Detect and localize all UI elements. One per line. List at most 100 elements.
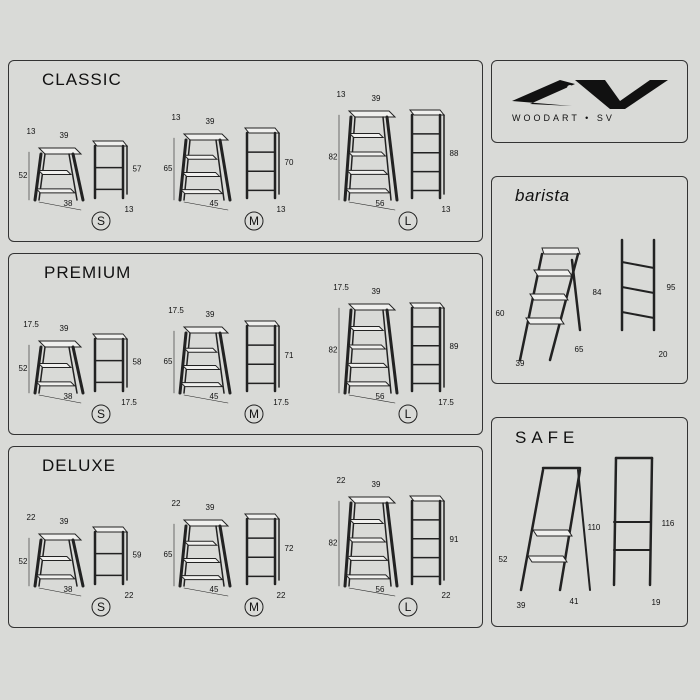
ladder-step xyxy=(348,518,385,524)
ladder-step xyxy=(183,347,218,353)
dim-depth: 45 xyxy=(210,585,219,594)
size-badge xyxy=(244,404,264,424)
dim-total-height: 84 xyxy=(593,288,602,297)
ladder-step xyxy=(181,364,221,370)
ladder-step xyxy=(35,574,76,580)
dim-closed-height: 91 xyxy=(450,535,459,544)
dim-height: 65 xyxy=(164,164,173,173)
size-badge xyxy=(398,404,418,424)
classic-panel xyxy=(8,60,483,242)
dim-line xyxy=(183,201,229,211)
chair-seat xyxy=(408,302,446,309)
deluxe-panel xyxy=(8,446,483,628)
dim-top-depth: 13 xyxy=(27,127,36,136)
size-badge xyxy=(244,597,264,617)
dim-depth: 41 xyxy=(570,597,579,606)
dim-top-depth: 22 xyxy=(172,499,181,508)
dim-depth: 56 xyxy=(376,585,385,594)
dim-width: 39 xyxy=(60,517,69,526)
ladder-step xyxy=(183,540,218,546)
safe-panel xyxy=(491,417,688,627)
dim-depth: 38 xyxy=(64,199,73,208)
dim-closed-depth: 17.5 xyxy=(438,398,454,407)
ladder-rear-leg xyxy=(218,331,232,395)
dim-closed-depth: 17.5 xyxy=(273,398,289,407)
ladder-step xyxy=(183,154,218,160)
dim-depth: 45 xyxy=(210,199,219,208)
size-label: L xyxy=(405,600,412,614)
dim-line xyxy=(183,394,229,404)
dim-top-depth: 13 xyxy=(172,113,181,122)
size-label: M xyxy=(249,214,259,228)
dim-closed-height: 89 xyxy=(450,342,459,351)
dim-closed-depth: 17.5 xyxy=(121,398,137,407)
ladder-front-leg xyxy=(348,309,356,394)
dim-line xyxy=(38,394,82,404)
size-label: L xyxy=(405,214,412,228)
dim-line xyxy=(38,587,82,597)
ladder-step xyxy=(345,555,389,561)
barista-closed-shelf xyxy=(621,261,655,269)
ladder-rear-leg xyxy=(71,538,85,588)
dim-closed-height: 116 xyxy=(662,519,675,528)
ladder-rear-leg xyxy=(385,501,399,588)
dim-top-depth: 17.5 xyxy=(333,283,349,292)
dim-closed-depth: 13 xyxy=(277,205,286,214)
size-label: S xyxy=(97,600,105,614)
ladder-front-leg xyxy=(343,308,353,395)
ladder-top xyxy=(37,147,83,155)
barista-closed-shelf xyxy=(621,311,655,319)
dim-top-depth: 17.5 xyxy=(23,320,39,329)
ladder-top xyxy=(182,133,230,141)
dim-closed-depth: 13 xyxy=(125,205,134,214)
dim-height: 52 xyxy=(19,364,28,373)
dim-total-height: 110 xyxy=(588,523,601,532)
ladder-rear-leg xyxy=(71,345,85,395)
ladder-front-leg xyxy=(33,345,43,395)
ladder-rear-leg xyxy=(68,153,78,201)
ladder-step xyxy=(348,132,385,138)
safe-rear-leg xyxy=(577,469,591,591)
dim-closed-height: 58 xyxy=(133,358,142,367)
dim-height: 52 xyxy=(19,171,28,180)
ladder-front-leg xyxy=(343,501,353,588)
ladder-rear-leg xyxy=(385,115,399,202)
ladder-step xyxy=(345,169,389,175)
ladder-step xyxy=(37,555,73,561)
dim-height: 82 xyxy=(329,346,338,355)
barista-step xyxy=(529,293,569,301)
dim-closed-height: 95 xyxy=(667,283,676,292)
dim-closed-depth: 19 xyxy=(652,598,661,607)
ladder-step xyxy=(179,575,224,581)
dim-height: 52 xyxy=(499,555,508,564)
ladder-front-leg xyxy=(343,115,353,202)
dim-width: 39 xyxy=(517,601,526,610)
ladder-rear-leg xyxy=(385,308,399,395)
dim-width: 39 xyxy=(372,480,381,489)
size-label: S xyxy=(97,214,105,228)
ladder-step xyxy=(35,188,76,194)
size-badge xyxy=(398,211,418,231)
ladder-step xyxy=(348,325,385,331)
deluxe-title: DELUXE xyxy=(42,456,117,475)
barista-top xyxy=(541,247,581,255)
dim-line xyxy=(348,394,396,404)
size-badge xyxy=(91,404,111,424)
safe-step xyxy=(527,555,568,563)
dim-depth: 65 xyxy=(575,345,584,354)
dim-width: 39 xyxy=(206,117,215,126)
ladder-rear-leg xyxy=(215,525,225,587)
ladder-rear-leg xyxy=(215,139,225,201)
dim-width: 39 xyxy=(60,131,69,140)
size-label: M xyxy=(249,600,259,614)
dim-closed-height: 71 xyxy=(285,351,294,360)
ladder-front-leg xyxy=(348,116,356,201)
ladder-rear-leg xyxy=(382,116,392,201)
ladder-rear-leg xyxy=(215,332,225,394)
ladder-step xyxy=(181,171,221,177)
ladder-top xyxy=(37,340,83,348)
size-label: L xyxy=(405,407,412,421)
ladder-rear-leg xyxy=(71,152,85,202)
chair-seat xyxy=(243,127,281,134)
dim-height: 52 xyxy=(19,557,28,566)
